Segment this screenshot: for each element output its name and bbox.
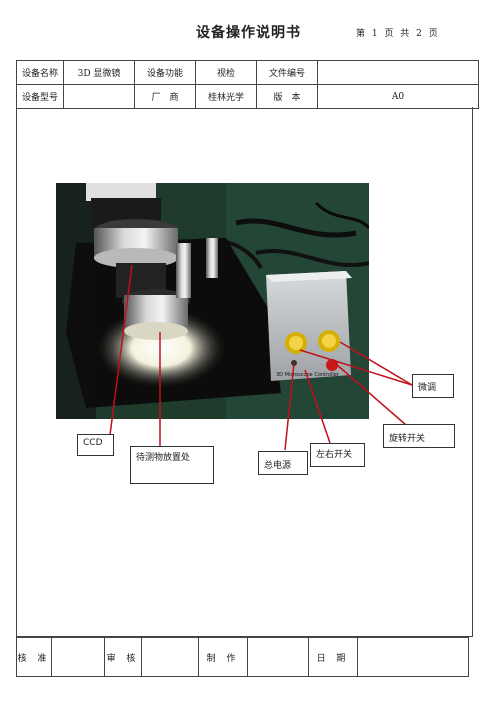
version-value: A0 xyxy=(317,84,479,109)
sample-area-callout: 待测物放置处 xyxy=(130,446,214,484)
ccd-callout: CCD xyxy=(77,434,114,456)
page-info: 第 1 页 共 2 页 xyxy=(356,29,438,39)
document-title: 设备操作说明书 xyxy=(196,25,301,41)
header-row-2: 设备型号 厂 商 桂林光学 版 本 A0 xyxy=(16,84,479,109)
device-label-text: 3D Microscope Controller xyxy=(276,372,340,378)
date-label: 日 期 xyxy=(308,637,358,677)
maker-label: 厂 商 xyxy=(134,84,196,109)
model-value xyxy=(63,84,135,109)
rotation-switch-callout: 旋转开关 xyxy=(383,424,455,448)
name-label: 设备名称 xyxy=(16,60,64,85)
power-pointer-line xyxy=(284,362,295,451)
signoff-row: 核 准 审 核 制 作 日 期 xyxy=(16,637,469,677)
fine-adjust-pointer-line-1 xyxy=(299,349,413,386)
approve-value xyxy=(51,637,105,677)
header-row-1: 设备名称 3D 显微镜 设备功能 视检 文件编号 xyxy=(16,60,479,85)
microscope-photo: 3D Microscope Controller xyxy=(56,183,369,419)
rotation-pointer-line xyxy=(335,363,407,426)
signoff-table: 核 准 审 核 制 作 日 期 xyxy=(16,637,469,677)
approve-label: 核 准 xyxy=(16,637,52,677)
date-value xyxy=(357,637,469,677)
microscope-illustration: 3D Microscope Controller xyxy=(56,183,369,419)
main-power-callout: 总电源 xyxy=(258,451,308,475)
review-label: 审 核 xyxy=(104,637,142,677)
review-value xyxy=(141,637,199,677)
lr-switch-pointer-line xyxy=(304,369,331,444)
maker-value: 桂林光学 xyxy=(195,84,257,109)
make-label: 制 作 xyxy=(198,637,248,677)
function-label: 设备功能 xyxy=(134,60,196,85)
name-value: 3D 显微镜 xyxy=(63,60,135,85)
content-frame xyxy=(16,107,473,637)
fine-adjust-callout: 微调 xyxy=(412,374,454,398)
make-value xyxy=(247,637,309,677)
header-table: 设备名称 3D 显微镜 设备功能 视检 文件编号 设备型号 厂 商 桂林光学 版… xyxy=(16,60,479,109)
fine-adjust-pointer-line-2 xyxy=(339,341,413,386)
left-right-switch-callout: 左右开关 xyxy=(310,443,365,467)
ccd-pointer-line xyxy=(109,264,133,436)
version-label: 版 本 xyxy=(256,84,318,109)
